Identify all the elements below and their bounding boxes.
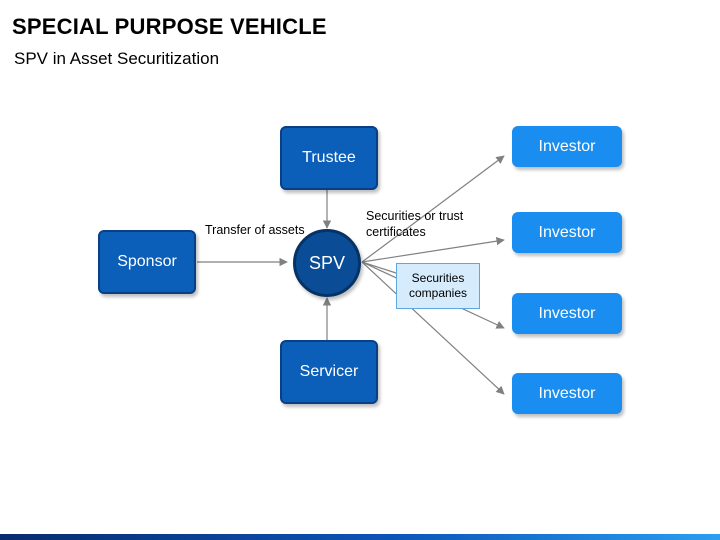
arrow-spv-to-investor-4 [361, 261, 505, 395]
servicer-label: Servicer [299, 363, 359, 380]
sponsor-label: Sponsor [117, 253, 177, 270]
trustee-label: Trustee [302, 149, 356, 166]
arrow-spv-to-investor-2 [361, 237, 505, 263]
securities-companies-box: Securities companies [396, 263, 480, 309]
investor-label: Investor [538, 304, 596, 322]
spv-label: SPV [308, 252, 346, 273]
servicer-box: Servicer [280, 340, 378, 404]
investor-box-2: Investor [512, 212, 622, 253]
arrow-spv-to-securities-box [361, 261, 397, 274]
transfer-of-assets-label: Transfer of assets [205, 223, 305, 237]
investor-box-3: Investor [512, 293, 622, 334]
trustee-box: Trustee [280, 126, 378, 190]
investor-label: Investor [538, 223, 596, 241]
sponsor-box: Sponsor [98, 230, 196, 294]
investor-box-1: Investor [512, 126, 622, 167]
investor-box-4: Investor [512, 373, 622, 414]
securities-or-trust-certificates-label: Securities or trust certificates [366, 209, 464, 239]
bottom-accent-bar [0, 534, 720, 540]
securities-companies-label: Securities companies [408, 271, 468, 300]
page-title: SPECIAL PURPOSE VEHICLE [12, 14, 327, 39]
page-subtitle: SPV in Asset Securitization [14, 49, 220, 68]
arrow-spv-to-investor-1 [361, 155, 505, 263]
investor-label: Investor [538, 137, 596, 155]
investor-label: Investor [538, 384, 596, 402]
spv-circle: SPV [293, 229, 361, 297]
